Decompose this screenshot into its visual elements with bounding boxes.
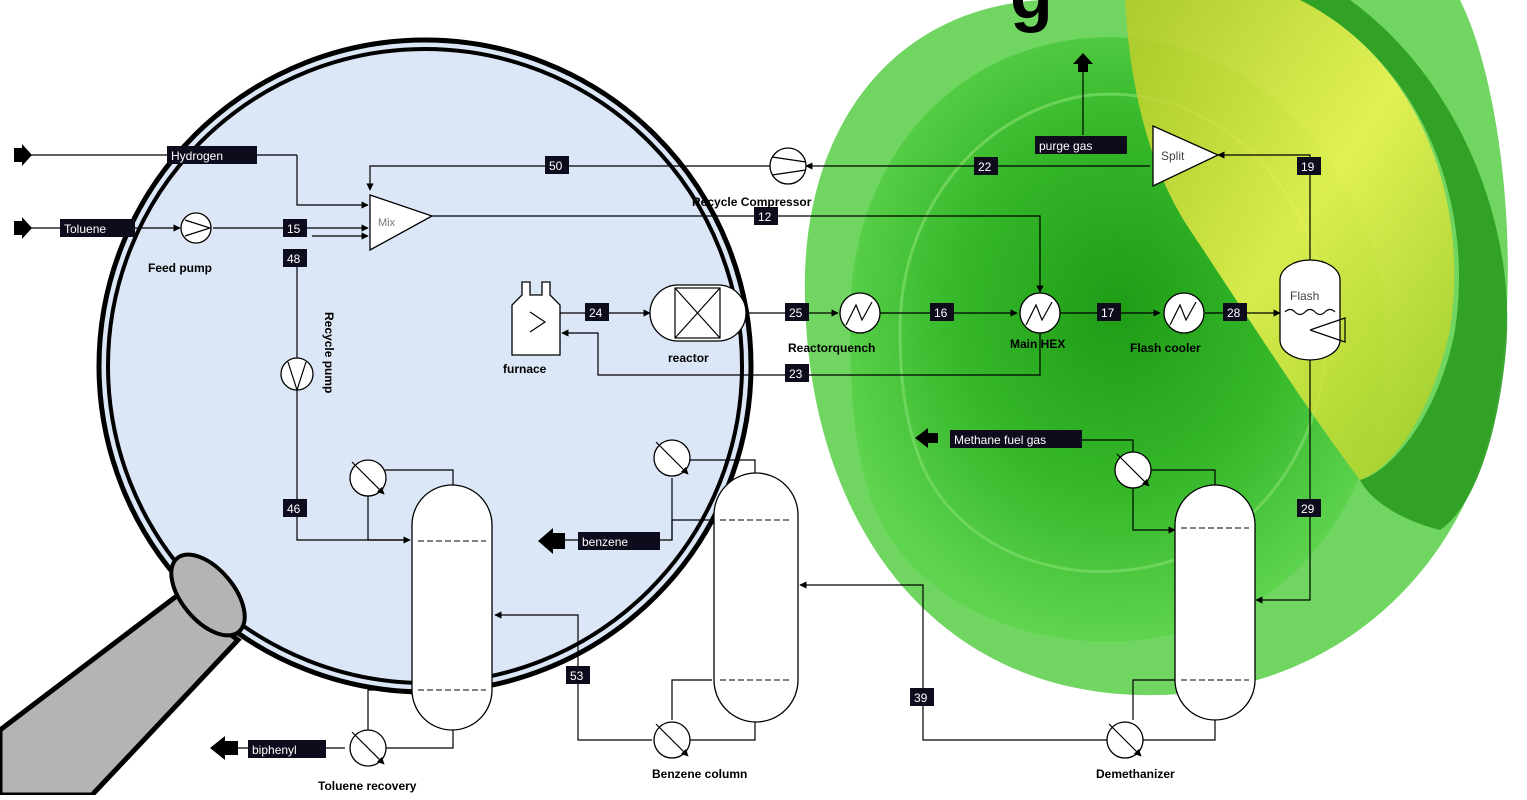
feed-pump-label: Feed pump [148,261,212,275]
benzene-column [714,473,798,722]
stream-24: 24 [589,306,603,320]
benzene-tag: benzene [582,535,628,549]
biphenyl-tag: biphenyl [252,743,297,757]
recycle-compressor [770,148,806,184]
biphenyl-arrow [210,736,238,760]
toluene-feed-arrow [14,217,32,239]
flash-cooler-exchanger [1164,293,1204,333]
toluene-recovery-column [412,485,492,730]
stream-12: 12 [758,210,772,224]
furnace-label: furnace [503,362,547,376]
header-partial-text: g [1010,0,1053,33]
recycle-pump-label: Recycle pump [322,312,336,393]
reactor-label: reactor [668,351,709,365]
recycle-pump [281,358,313,390]
stream-48: 48 [287,252,301,266]
stream-19: 19 [1301,160,1315,174]
mixer-label: Mix [378,217,396,229]
stream-17: 17 [1101,306,1115,320]
stream-22: 22 [978,160,992,174]
demethanizer-column [1175,485,1255,720]
stream-53: 53 [570,669,584,683]
methane-fuel-gas-tag: Methane fuel gas [954,433,1046,447]
reactor [650,285,746,341]
reactor-quench-label: Reactorquench [788,341,875,355]
flash-label: Flash [1290,289,1319,303]
reactor-quench-exchanger [840,293,880,333]
stream-15: 15 [287,222,301,236]
toluene-recovery-label: Toluene recovery [318,779,417,793]
hydrogen-feed-arrow [14,144,32,166]
benzene-column-label: Benzene column [652,767,747,781]
magnifier [0,40,751,795]
hydrogen-tag: Hydrogen [171,149,223,163]
stream-25: 25 [789,306,803,320]
flash-cooler-label: Flash cooler [1130,341,1201,355]
feed-pump [181,213,211,243]
recycle-compressor-label: Recycle Compressor [692,195,812,209]
stream-39: 39 [914,691,928,705]
stream-29: 29 [1301,502,1315,516]
flash-drum: Flash [1280,260,1345,360]
stream-50: 50 [549,159,563,173]
toluene-tag: Toluene [64,222,106,236]
main-hex-label: Main HEX [1010,337,1065,351]
stream-23: 23 [789,367,803,381]
splitter-label: Split [1161,149,1185,163]
purge-gas-tag: purge gas [1039,139,1092,153]
main-hex-exchanger [1020,293,1060,333]
stream-16: 16 [934,306,948,320]
stream-28: 28 [1227,306,1241,320]
demethanizer-label: Demethanizer [1096,767,1175,781]
stream-46: 46 [287,502,301,516]
